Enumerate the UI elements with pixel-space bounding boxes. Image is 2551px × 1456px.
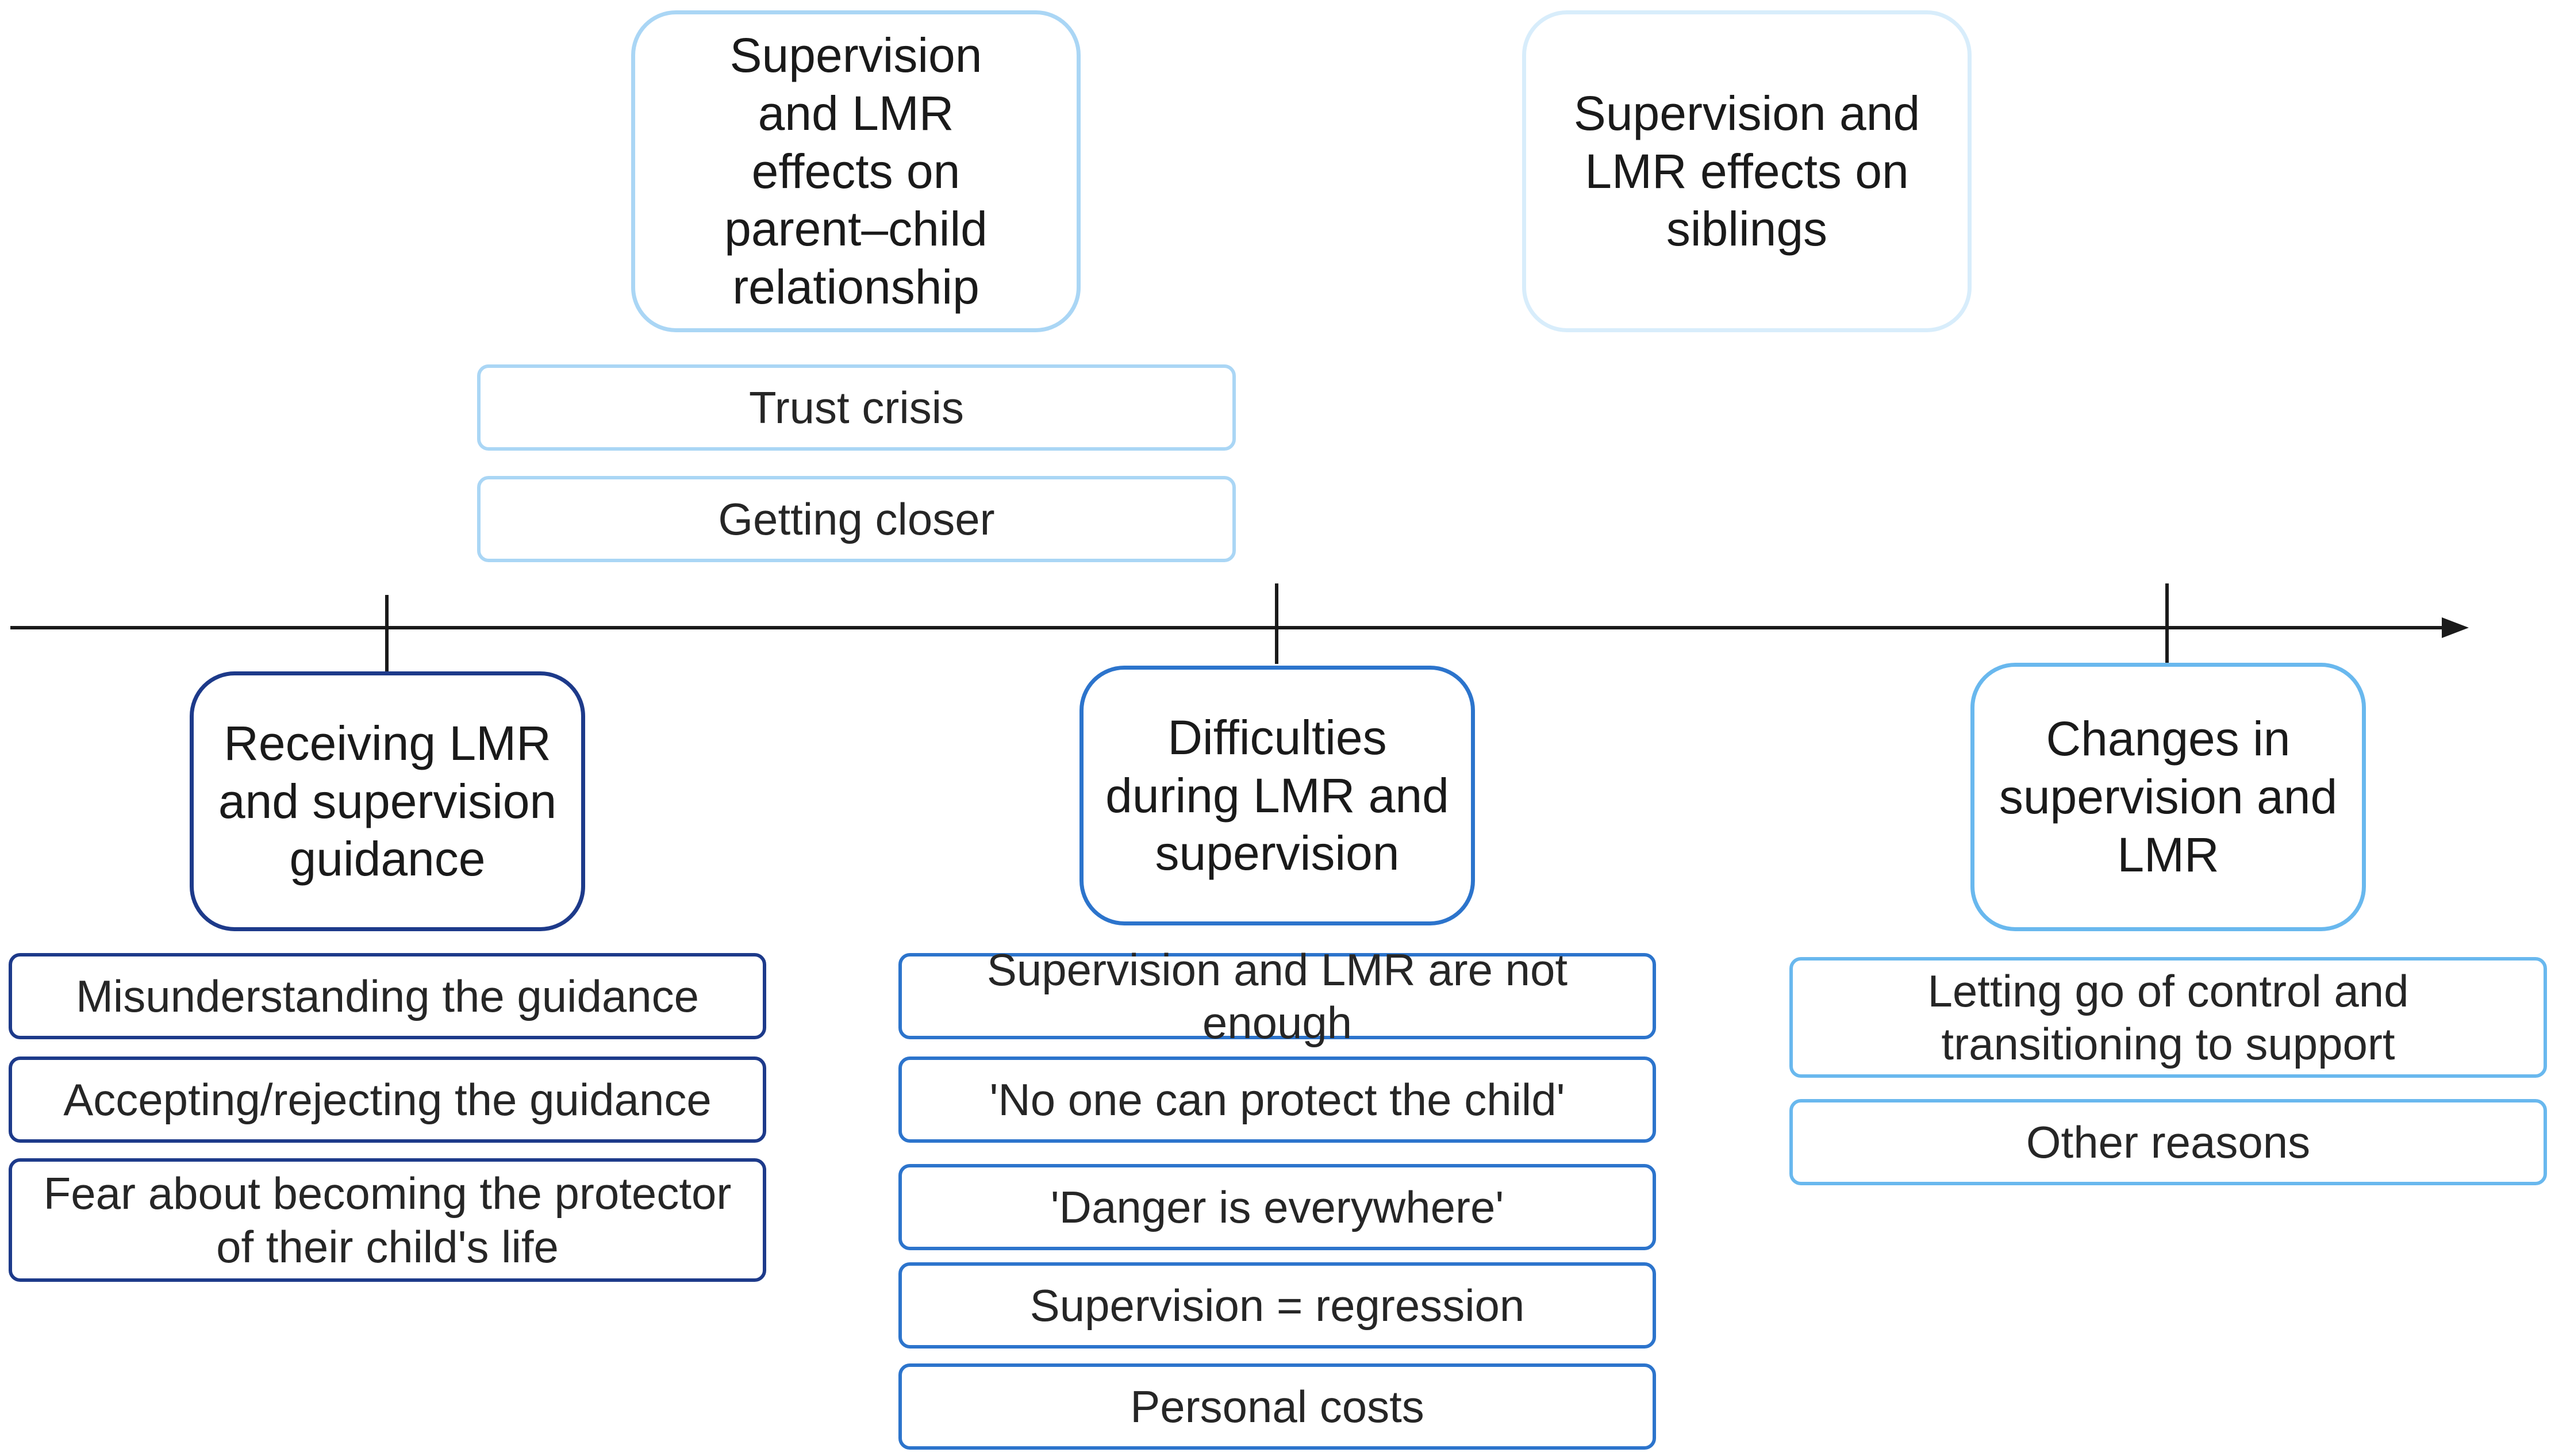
subtheme-personal-costs: Personal costs [898, 1363, 1656, 1450]
theme-label: Receiving LMR and supervision guidance [218, 716, 557, 886]
subtheme-label: Supervision and LMR are not enough [986, 944, 1568, 1048]
theme-label: Supervision and LMR effects on siblings [1573, 86, 1920, 256]
subtheme-label: Accepting/rejecting the guidance [63, 1074, 712, 1125]
timeline-arrowhead [2442, 617, 2469, 638]
upper-theme-siblings: Supervision and LMR effects on siblings [1522, 10, 1972, 332]
phase-changes: Changes in supervision and LMR [1970, 663, 2366, 931]
subtheme-not-enough: Supervision and LMR are not enough [898, 944, 1656, 1048]
subtheme-label: Fear about becoming the protector of the… [43, 1168, 732, 1272]
subtheme-trust-crisis: Trust crisis [477, 364, 1236, 451]
subtheme-no-one-can-protect: 'No one can protect the child' [898, 1057, 1656, 1143]
subtheme-label: Supervision = regression [1029, 1280, 1525, 1331]
theme-label: Changes in supervision and LMR [1999, 712, 2338, 882]
subtheme-accepting-rejecting: Accepting/rejecting the guidance [9, 1057, 766, 1143]
theme-label: Difficulties during LMR and supervision [1105, 710, 1449, 881]
phase-receiving-guidance: Receiving LMR and supervision guidance [190, 671, 585, 931]
upper-theme-parent-child: Supervision and LMR effects on parent–ch… [631, 10, 1081, 332]
subtheme-label: Misunderstanding the guidance [75, 970, 700, 1021]
subtheme-label: Other reasons [2026, 1116, 2311, 1167]
phase-difficulties: Difficulties during LMR and supervision [1079, 666, 1475, 925]
subtheme-label: Letting go of control and transitioning … [1927, 965, 2409, 1069]
subtheme-getting-closer: Getting closer [477, 476, 1236, 562]
subtheme-label: Personal costs [1130, 1381, 1424, 1432]
subtheme-danger-everywhere: 'Danger is everywhere' [898, 1164, 1656, 1250]
subtheme-letting-go: Letting go of control and transitioning … [1789, 957, 2547, 1078]
subtheme-other-reasons: Other reasons [1789, 1099, 2547, 1185]
subtheme-label: 'Danger is everywhere' [1050, 1181, 1504, 1232]
subtheme-fear-protector: Fear about becoming the protector of the… [9, 1158, 766, 1282]
subtheme-label: Getting closer [718, 493, 995, 544]
subtheme-misunderstanding: Misunderstanding the guidance [9, 953, 766, 1039]
theme-label: Supervision and LMR effects on parent–ch… [724, 28, 988, 314]
subtheme-label: Trust crisis [748, 382, 965, 433]
subtheme-label: 'No one can protect the child' [989, 1074, 1565, 1125]
subtheme-regression: Supervision = regression [898, 1262, 1656, 1349]
